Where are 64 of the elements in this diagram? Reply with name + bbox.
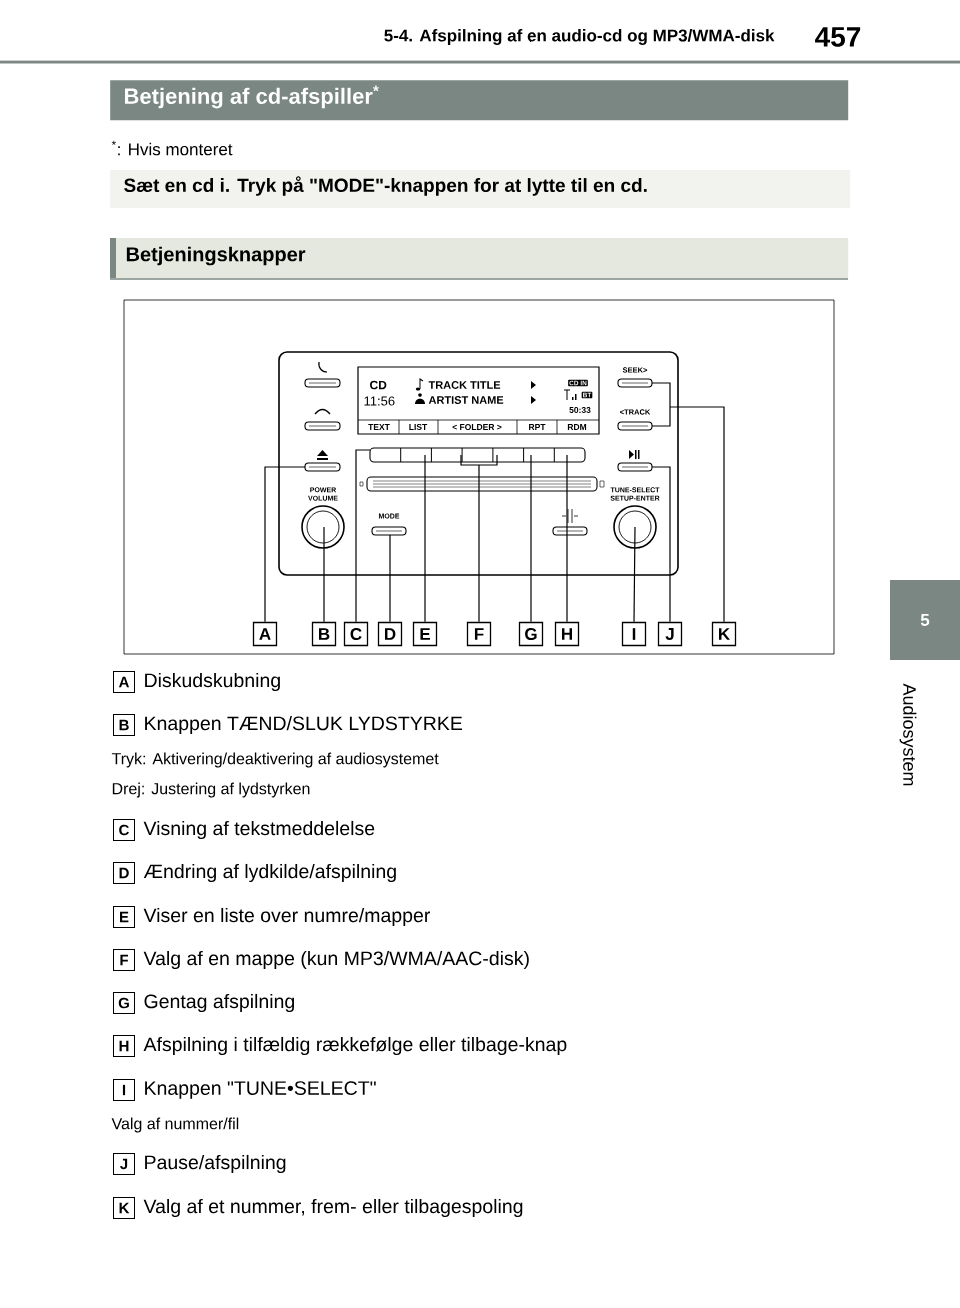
- item-description: Knappen "TUNE•SELECT": [145, 1081, 376, 1099]
- callout-letter: H: [554, 621, 580, 647]
- screen-text: TRACK TITLE: [428, 381, 501, 389]
- leader-line: [323, 526, 325, 623]
- item-description: Diskudskubning: [145, 672, 280, 692]
- item-description: Visning af tekstmeddelelse: [143, 820, 375, 840]
- leader-line: [460, 454, 498, 623]
- item-description: Knappen TÆND/SLUK LYDSTYRKE: [145, 715, 462, 735]
- leader-line: [651, 466, 671, 623]
- section-heading: Betjeningsknapper: [109, 238, 849, 280]
- item-description: Ændring af lydkilde/afspilning: [143, 863, 396, 883]
- callout-letter: C: [113, 819, 135, 841]
- item-description: Afspilning i tilfældig rækkefølge eller tilbage-knap: [143, 1036, 567, 1056]
- callout-letter: H: [113, 1035, 135, 1057]
- callout-letter: B: [311, 621, 337, 647]
- soft-key-label: RPT: [529, 424, 546, 430]
- callout-letter: D: [113, 862, 135, 884]
- item-note: Valg af nummer/fil: [111, 1117, 239, 1133]
- callout-letter: G: [113, 992, 135, 1014]
- item-description: Pause/afspilning: [145, 1154, 286, 1174]
- item-description: Valg af en mappe (kun MP3/WMA/AAC-disk): [143, 950, 529, 970]
- callout-letter: A: [113, 671, 135, 693]
- leader-line: [651, 382, 725, 623]
- leader-line: [424, 454, 426, 623]
- side-tab-label: Audiosystem: [899, 683, 917, 786]
- instruction-box: Sæt en cd i. Tryk på "MODE"-knappen for at lytte til en cd.: [110, 170, 851, 208]
- callout-letter: I: [113, 1079, 135, 1101]
- leader-line: [264, 466, 306, 623]
- soft-key-label: < FOLDER >: [452, 424, 502, 430]
- callout-letter: K: [711, 621, 737, 647]
- soft-key-label: LIST: [409, 424, 428, 430]
- screen-text: 11:56: [364, 396, 395, 406]
- item-description: Viser en liste over numre/mapper: [143, 907, 430, 927]
- leader-line: [530, 454, 532, 623]
- page-number: 457: [815, 27, 861, 47]
- callout-letter: J: [657, 621, 683, 647]
- soft-key-label: TEXT: [368, 424, 390, 430]
- screen-text: ARTIST NAME: [428, 396, 504, 404]
- callout-letter: J: [113, 1153, 135, 1175]
- callout-letter: D: [377, 621, 403, 647]
- callout-letter: E: [412, 621, 438, 647]
- leader-line: [633, 526, 636, 623]
- callout-letter: A: [252, 621, 278, 647]
- section-header: 5-4. Afspilning af en audio-cd og MP3/WMA-disk: [384, 29, 775, 45]
- callout-letter: F: [113, 949, 135, 971]
- item-note: Drej: Justering af lydstyrken: [112, 782, 310, 798]
- callout-letter: B: [113, 714, 135, 736]
- chapter-tab: 5: [890, 580, 960, 660]
- callout-letter: E: [113, 906, 135, 928]
- callout-letter: F: [466, 621, 492, 647]
- title-bar: Betjening af cd-afspiller$^{*}$: [110, 80, 849, 121]
- screen-text: CD: [370, 380, 387, 390]
- callout-letter: I: [621, 621, 647, 647]
- callout-letter: G: [518, 621, 544, 647]
- item-description: Gentag afspilning: [144, 993, 294, 1013]
- leader-line: [355, 449, 371, 623]
- leader-line: [566, 454, 568, 623]
- leader-line: [389, 534, 391, 623]
- soft-key-label: RDM: [567, 424, 587, 430]
- callout-letter: K: [113, 1197, 135, 1219]
- callout-letter: C: [343, 621, 369, 647]
- item-note: Tryk: Aktivering/deaktivering af audiosystemet: [111, 752, 439, 768]
- item-description: Valg af et nummer, frem- eller tilbagespoling: [143, 1198, 523, 1218]
- screen-text: 50:33: [569, 407, 591, 413]
